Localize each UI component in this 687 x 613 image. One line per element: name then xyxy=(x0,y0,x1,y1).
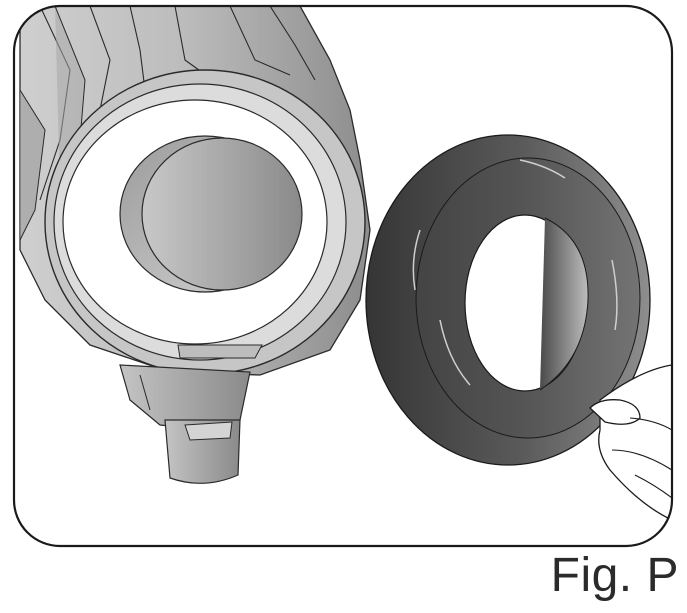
foam-filter-ring xyxy=(365,134,651,466)
hand-holding-filter xyxy=(589,364,672,522)
figure-caption: Fig. P xyxy=(550,549,679,602)
rounded-border xyxy=(12,4,674,548)
outlet-center-disc xyxy=(141,137,303,291)
illustration-frame xyxy=(12,4,674,548)
cyclone-lower-nozzle xyxy=(119,364,251,484)
